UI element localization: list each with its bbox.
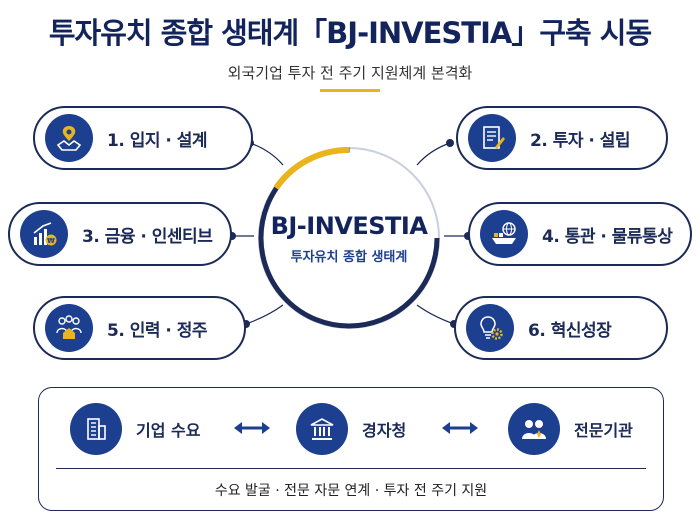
page-title: 투자유치 종합 생태계「BJ-INVESTIA」구축 시동	[48, 16, 652, 50]
government-icon	[296, 403, 348, 455]
partner-label: 전문기관	[574, 421, 633, 440]
ship-globe-icon	[480, 210, 528, 258]
node-talent-settlement: 5. 인력 · 정주	[33, 296, 246, 360]
partner-expert-institutions: 전문기관	[508, 403, 633, 455]
partner-company-demand: 기업 수요	[70, 403, 200, 455]
partner-label: 기업 수요	[136, 421, 201, 440]
people-home-icon	[45, 304, 93, 352]
building-icon	[70, 403, 122, 455]
partner-label: 경자청	[362, 421, 407, 440]
node-label: 5. 인력 · 정주	[107, 320, 208, 341]
svg-text:₩: ₩	[47, 237, 55, 245]
node-label: 1. 입지 · 설계	[107, 130, 208, 151]
subtitle-underline	[320, 89, 380, 92]
node-label: 6. 혁신성장	[528, 320, 612, 341]
double-arrow-icon	[234, 422, 270, 434]
node-location-design: 1. 입지 · 설계	[33, 106, 253, 170]
experts-icon	[508, 403, 560, 455]
center-title: BJ-INVESTIA	[270, 211, 428, 240]
center-label: BJ-INVESTIA 투자유치 종합 생태계	[254, 143, 444, 333]
node-investment-setup: 2. 투자 · 설립	[456, 106, 668, 170]
node-label: 4. 통관 · 물류통상	[542, 226, 673, 247]
node-finance-incentive: ₩ 3. 금융 · 인센티브	[8, 202, 232, 266]
node-label: 2. 투자 · 설립	[530, 130, 631, 151]
double-arrow-icon	[442, 422, 478, 434]
panel-divider	[56, 468, 646, 469]
page-subtitle: 외국기업 투자 전 주기 지원체계 본격화	[227, 64, 473, 82]
center-hub	[258, 146, 440, 329]
lightbulb-gear-icon	[466, 304, 514, 352]
node-customs-logistics: 4. 통관 · 물류통상	[468, 202, 692, 266]
growth-chart-icon: ₩	[20, 210, 68, 258]
node-label: 3. 금융 · 인센티브	[82, 226, 213, 247]
center-subtitle: 투자유치 종합 생태계	[290, 249, 408, 265]
document-icon	[468, 114, 516, 162]
map-pin-icon	[45, 114, 93, 162]
partner-free-economic-zone-authority: 경자청	[296, 403, 406, 455]
node-innovation-growth: 6. 혁신성장	[454, 296, 668, 360]
partnership-panel	[38, 387, 664, 511]
panel-note: 수요 발굴 · 전문 자문 연계 · 투자 전 주기 지원	[214, 483, 488, 499]
